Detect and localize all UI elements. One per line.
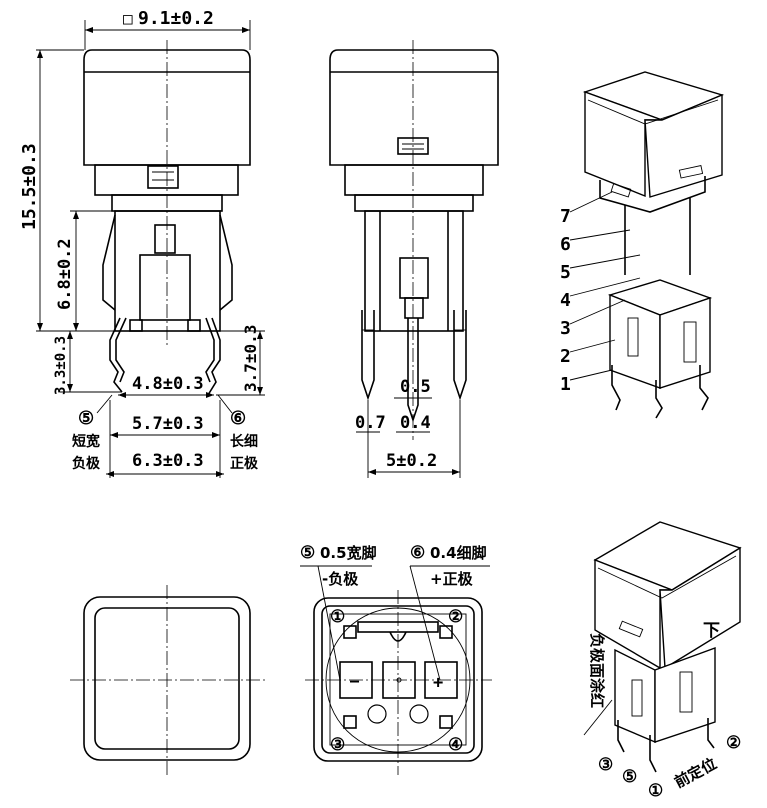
note5-text: 0.5宽脚 [320, 544, 377, 562]
pin-thin: 0.4 [400, 413, 431, 433]
bottom-view: ⑤ 0.5宽脚 -负极 ⑥ 0.4细脚 +正极 — + ① ② ③ ④ [300, 543, 492, 775]
pin5-marker: ⑤ [78, 408, 94, 429]
height-body: 6.8±0.2 [55, 238, 75, 310]
iso2-pin3: ③ [598, 755, 613, 775]
pin6-text2: 正极 [230, 455, 259, 472]
pin-left: 0.7 [355, 413, 386, 433]
down-label: 下 [703, 621, 720, 641]
note6-text: 0.4细脚 [430, 544, 487, 562]
width-dim: 9.1±0.2 [138, 8, 214, 29]
pin2-label: ② [448, 607, 463, 627]
plus-sign: + [433, 673, 443, 693]
front-view: □ 9.1±0.2 15.5±0.3 6.8±0. [19, 8, 265, 478]
part-4: 4 [560, 290, 571, 311]
pitch-b: 5.7±0.3 [132, 414, 204, 434]
height-total: 15.5±0.3 [19, 143, 40, 230]
pin5-text1: 短宽 [72, 433, 100, 450]
part-6: 6 [560, 234, 571, 255]
pitch-c: 6.3±0.3 [132, 451, 204, 471]
note6-sub: +正极 [430, 570, 474, 588]
span-dim: 5±0.2 [386, 451, 437, 471]
iso2-pin5: ⑤ [622, 767, 637, 787]
part-2: 2 [560, 346, 571, 367]
iso2-pin1: ① [648, 781, 663, 801]
pin-wide: 0.5 [400, 377, 431, 397]
note5-sub: -负极 [322, 570, 359, 588]
pin6-text1: 长细 [230, 433, 258, 450]
top-view [70, 585, 265, 775]
note5-marker: ⑤ [300, 543, 315, 563]
iso-view-2: 下 负极面涂红 ③ ⑤ ① ② 前定位 [583, 521, 742, 801]
side-note: 负极面涂红 [588, 633, 606, 708]
note6-marker: ⑥ [410, 543, 425, 563]
pitch-a: 4.8±0.3 [132, 374, 204, 394]
pin1-label: ① [330, 607, 345, 627]
iso2-pin2: ② [726, 733, 741, 753]
part-3: 3 [560, 318, 571, 339]
iso-view: 7 6 5 4 3 2 1 [560, 71, 725, 419]
pin-short-len: 3.3±0.3 [53, 336, 69, 395]
minus-sign: — [350, 672, 360, 690]
pin5-text2: 负极 [72, 455, 101, 472]
front-locate: 前定位 [671, 755, 719, 792]
pin4-label: ④ [448, 735, 463, 755]
pin3-label: ③ [330, 735, 345, 755]
side-view: 0.5 0.7 0.4 5±0.2 [329, 40, 499, 478]
width-symbol: □ [123, 9, 133, 28]
part-1: 1 [560, 374, 571, 395]
part-5: 5 [560, 262, 571, 283]
pin-long-len: 3.7±0.3 [241, 325, 260, 392]
pin6-marker: ⑥ [230, 408, 246, 429]
part-7: 7 [560, 206, 571, 227]
